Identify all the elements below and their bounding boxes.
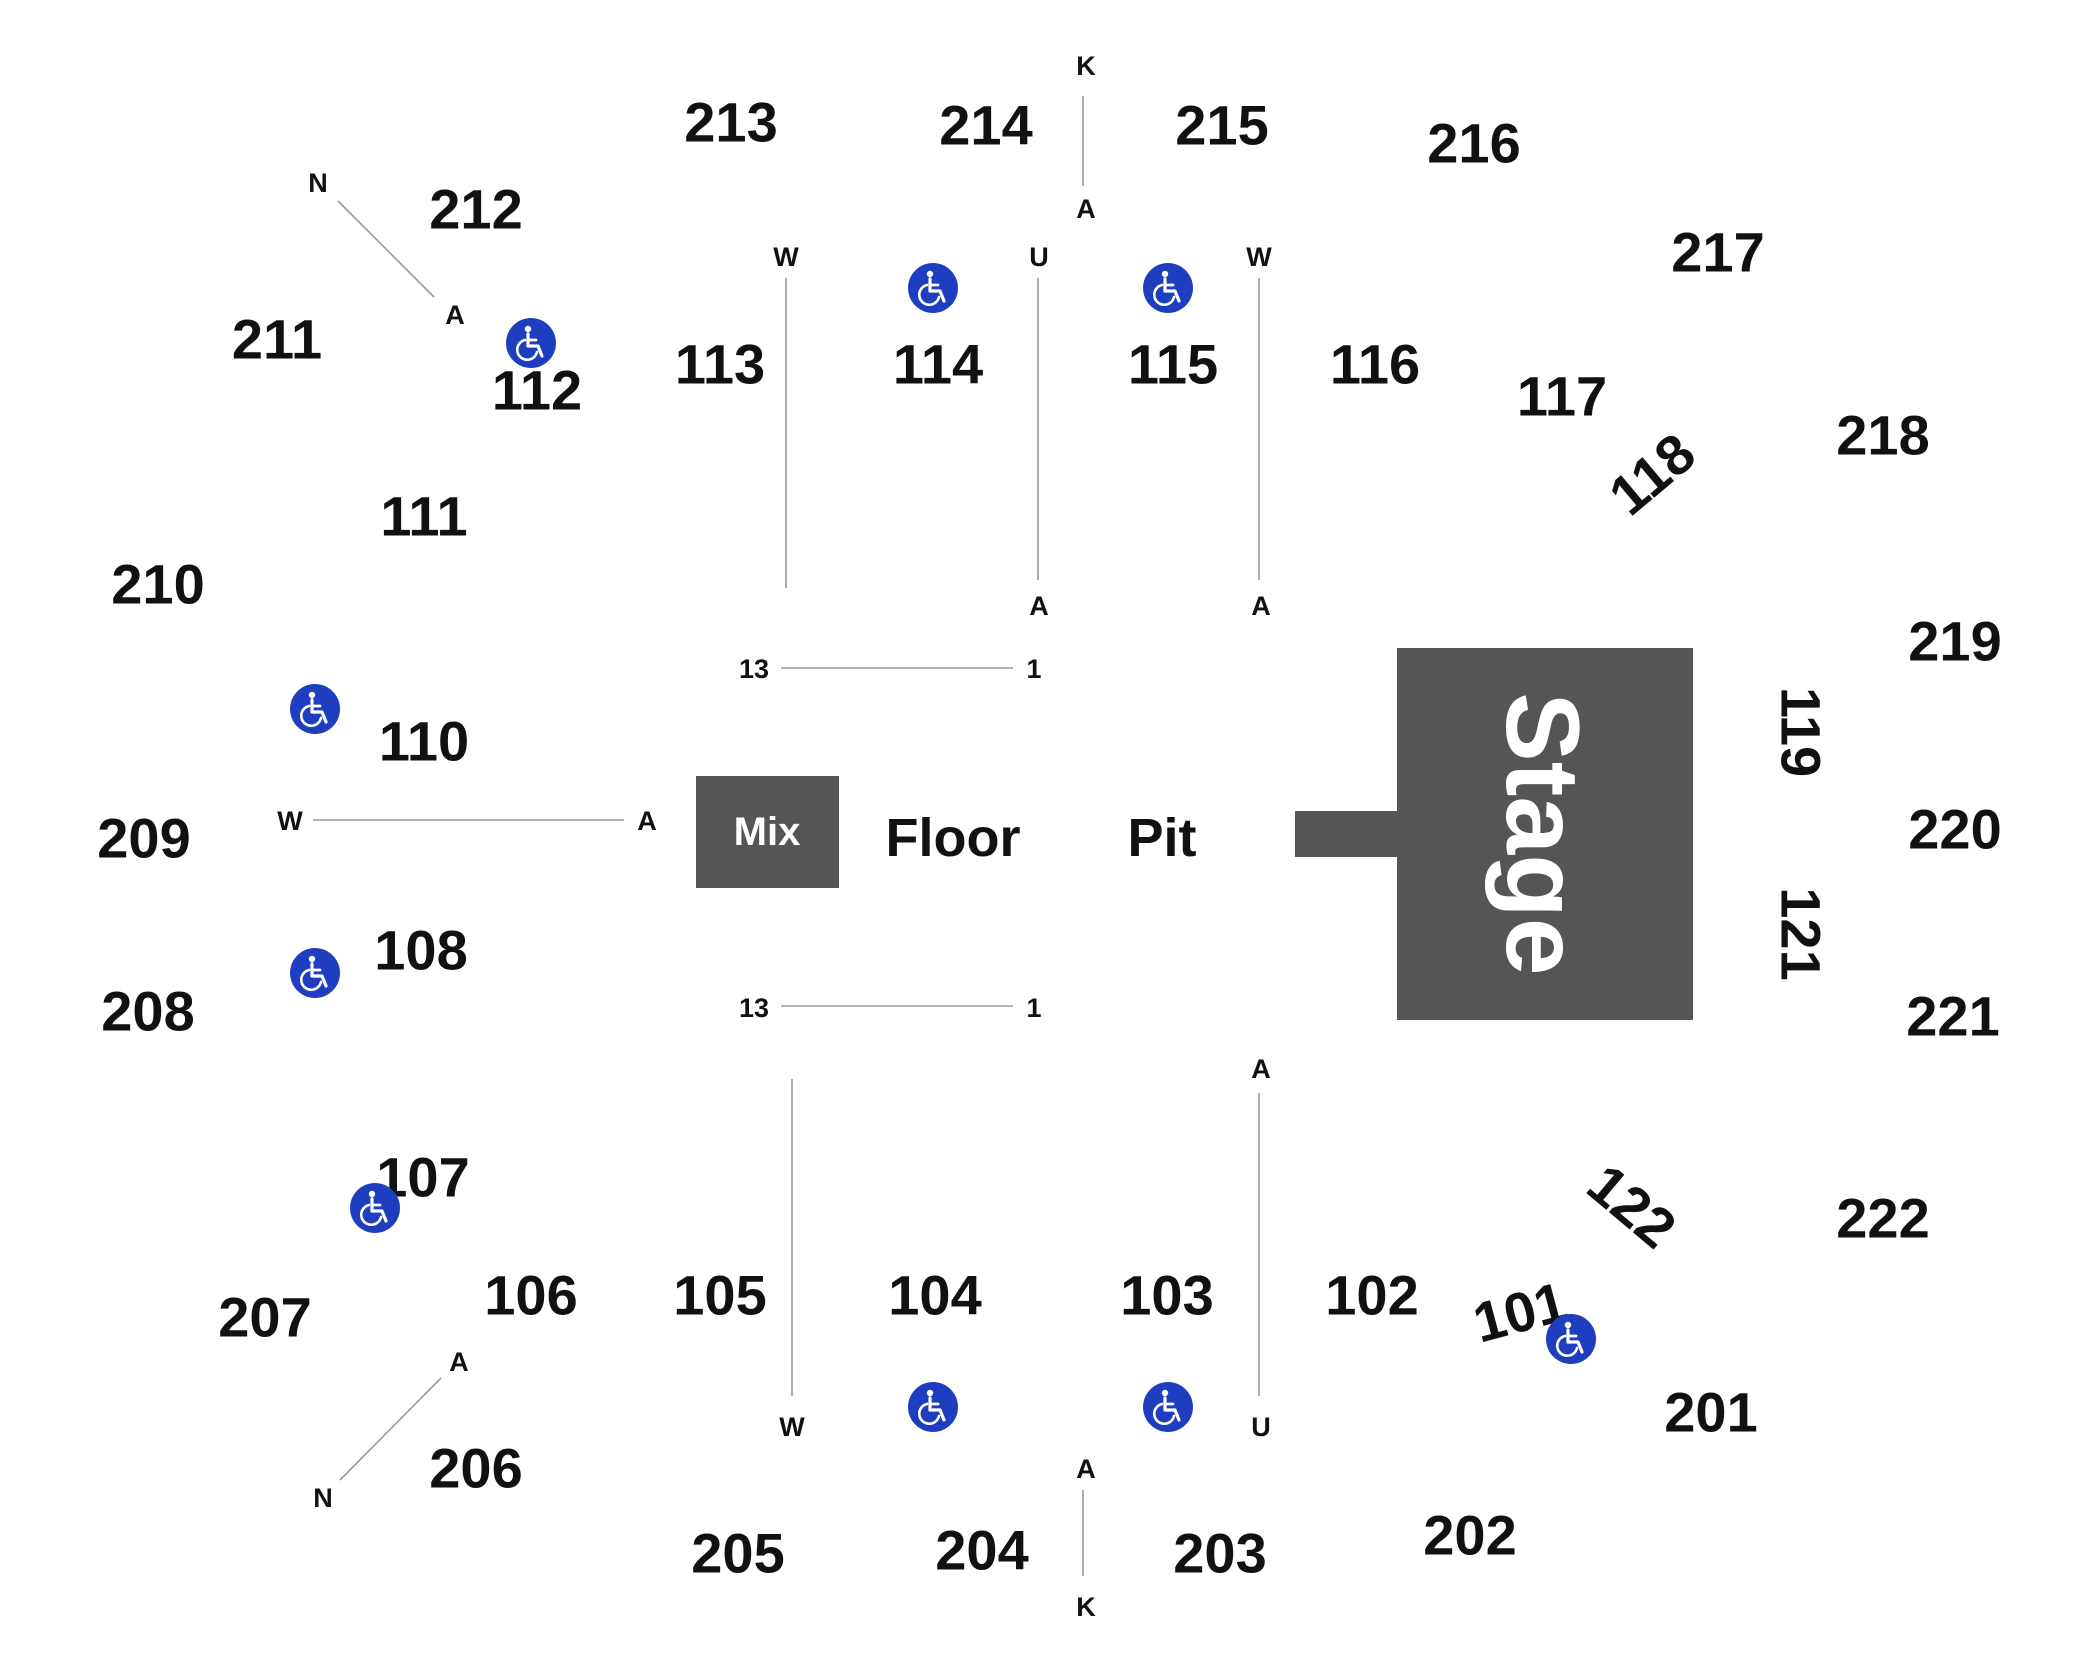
stage-label: Stage — [1484, 692, 1600, 975]
section-106[interactable]: 106 — [484, 1264, 577, 1327]
wheelchair-icon[interactable] — [1544, 1312, 1598, 1366]
wheelchair-icon[interactable] — [348, 1181, 402, 1235]
wheelchair-icon[interactable] — [504, 316, 558, 370]
section-108[interactable]: 108 — [374, 919, 467, 982]
section-204[interactable]: 204 — [935, 1519, 1028, 1582]
row-label-a-114: A — [1029, 591, 1049, 621]
pit-label[interactable]: Pit — [1127, 808, 1196, 868]
row-label-k-top: K — [1076, 51, 1096, 81]
section-115[interactable]: 115 — [1128, 333, 1218, 396]
stage — [1397, 648, 1693, 1020]
section-216[interactable]: 216 — [1427, 112, 1520, 175]
row-label-w-115: W — [1246, 242, 1272, 272]
stage-thrust — [1295, 811, 1398, 857]
section-213[interactable]: 213 — [684, 91, 777, 154]
section-112[interactable]: 112 — [492, 359, 582, 422]
section-220[interactable]: 220 — [1908, 798, 2001, 861]
section-207[interactable]: 207 — [218, 1286, 311, 1349]
section-219[interactable]: 219 — [1908, 610, 2001, 673]
seat-label-13-top: 13 — [739, 654, 769, 684]
row-label-a-110: A — [637, 806, 657, 836]
section-206[interactable]: 206 — [429, 1437, 522, 1500]
wheelchair-icon[interactable] — [288, 946, 342, 1000]
section-110[interactable]: 110 — [379, 710, 469, 773]
section-210[interactable]: 210 — [111, 553, 204, 616]
row-line-211-212 — [337, 200, 435, 298]
section-114[interactable]: 114 — [893, 333, 983, 396]
section-202[interactable]: 202 — [1423, 1504, 1516, 1567]
section-217[interactable]: 217 — [1671, 221, 1764, 284]
section-221[interactable]: 221 — [1906, 985, 1999, 1048]
section-222[interactable]: 222 — [1836, 1187, 1929, 1250]
row-line-206-207 — [339, 1377, 442, 1481]
section-119[interactable]: 119 — [1770, 687, 1833, 777]
section-105[interactable]: 105 — [673, 1264, 766, 1327]
seat-label-13-bottom: 13 — [739, 993, 769, 1023]
section-117[interactable]: 117 — [1517, 365, 1607, 428]
wheelchair-icon[interactable] — [906, 261, 960, 315]
seat-label-1-bottom: 1 — [1026, 993, 1041, 1023]
upper-level-sections: 201 202 203 204 205 206 207 208 209 210 … — [97, 91, 2001, 1585]
wheelchair-icon[interactable] — [906, 1380, 960, 1434]
section-122[interactable]: 122 — [1576, 1152, 1688, 1260]
row-label-w-110: W — [277, 806, 303, 836]
row-lines — [313, 96, 1260, 1576]
section-113[interactable]: 113 — [675, 333, 765, 396]
section-215[interactable]: 215 — [1175, 94, 1268, 157]
section-118[interactable]: 118 — [1597, 421, 1707, 527]
row-label-k-bottom: K — [1076, 1592, 1096, 1622]
wheelchair-icon[interactable] — [1141, 261, 1195, 315]
row-label-a-nw: A — [445, 300, 465, 330]
row-label-a-top: A — [1076, 194, 1096, 224]
floor-label[interactable]: Floor — [886, 808, 1021, 868]
section-104[interactable]: 104 — [888, 1264, 981, 1327]
wheelchair-icon[interactable] — [1141, 1380, 1195, 1434]
section-103[interactable]: 103 — [1120, 1264, 1213, 1327]
row-label-u-103: U — [1251, 1412, 1271, 1442]
row-label-a-103: A — [1251, 1054, 1271, 1084]
lower-level-sections: 101 102 103 104 105 106 107 108 110 111 … — [374, 333, 1832, 1355]
row-label-n-sw: N — [313, 1483, 333, 1513]
section-102[interactable]: 102 — [1325, 1264, 1418, 1327]
section-203[interactable]: 203 — [1173, 1522, 1266, 1585]
section-212[interactable]: 212 — [429, 178, 522, 241]
section-201[interactable]: 201 — [1664, 1381, 1757, 1444]
section-209[interactable]: 209 — [97, 807, 190, 870]
row-label-a-bottom: A — [1076, 1454, 1096, 1484]
section-111[interactable]: 111 — [380, 485, 467, 548]
seat-label-1-top: 1 — [1026, 654, 1041, 684]
mix-label: Mix — [734, 810, 801, 854]
section-121[interactable]: 121 — [1770, 887, 1833, 980]
mix-booth — [696, 776, 839, 888]
row-label-w-113: W — [773, 242, 799, 272]
row-label-a-sw: A — [449, 1347, 469, 1377]
section-208[interactable]: 208 — [101, 980, 194, 1043]
section-116[interactable]: 116 — [1330, 333, 1420, 396]
row-label-n-nw: N — [308, 168, 328, 198]
row-labels: K A N A W U W A A 13 1 W A 13 1 A A N W … — [277, 51, 1272, 1622]
section-214[interactable]: 214 — [939, 94, 1032, 157]
section-211[interactable]: 211 — [232, 308, 322, 371]
row-label-a-115: A — [1251, 591, 1271, 621]
section-218[interactable]: 218 — [1836, 404, 1929, 467]
wheelchair-icon[interactable] — [288, 682, 342, 736]
section-205[interactable]: 205 — [691, 1522, 784, 1585]
row-label-w-105: W — [779, 1412, 805, 1442]
row-label-u-114: U — [1029, 242, 1049, 272]
